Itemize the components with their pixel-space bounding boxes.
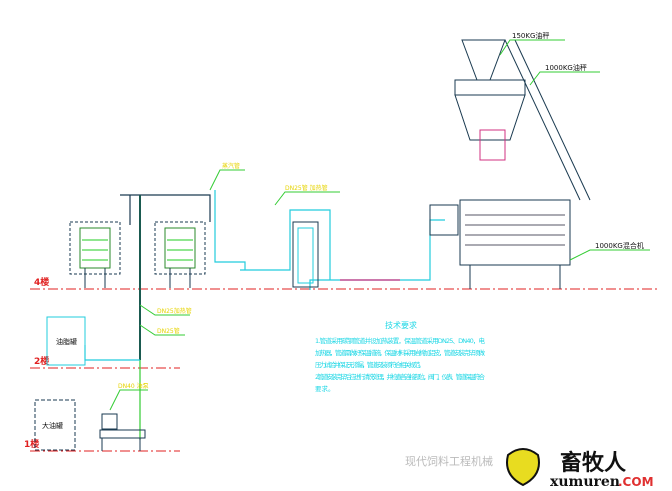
small-oil-tank — [46, 316, 86, 366]
floor-label-4: 4楼 — [34, 276, 49, 288]
requirements-title: 技术要求 — [385, 320, 417, 330]
floor-lines — [30, 288, 660, 452]
requirements-line: 要求。 — [315, 384, 335, 393]
heating-tank-1 — [69, 221, 121, 288]
requirements-line: 加热器，管道需做好保温措施，保温材料采用岩棉加铝皮，管道安装完毕须做 — [315, 348, 486, 357]
logo-heart-icon — [506, 448, 540, 487]
logo-com: .COM — [618, 475, 654, 489]
callout-pipe-a: DN25加热管 — [157, 307, 192, 315]
requirements-line: 压力试验并保证无渗漏，管道安装须符合相关规范。 — [315, 360, 425, 369]
callout-pump-pipe: DN25管 加热管 — [285, 184, 328, 192]
pipes — [84, 190, 445, 440]
pump-unit — [99, 413, 146, 451]
requirements-line: 1.管道采用碳钢管道并设加热装置，保温管道采用DN25、DN40，电 — [315, 336, 486, 345]
callout-150kg-scale: 150KG油秤 — [512, 31, 549, 40]
logo-cn: 畜牧人 — [560, 450, 626, 476]
callout-1000kg-scale: 1000KG油秤 — [545, 63, 587, 72]
requirements-line: 2.管道安装完毕后应进行清洗处理，并检查各连接部位，阀门、仪表、管道保温符合 — [315, 372, 486, 381]
floor-label-2: 2楼 — [34, 355, 49, 367]
watermark-text: 现代饲料工程机械 — [405, 454, 493, 468]
large-tank-label: 大油罐 — [42, 421, 63, 430]
callout-pipe-b: DN25管 — [157, 327, 180, 335]
large-oil-tank — [34, 399, 76, 451]
small-tank-label: 油脂罐 — [56, 337, 77, 346]
callout-steam: 蒸汽管 — [222, 162, 240, 170]
mixer-tower — [429, 39, 591, 289]
callout-1000kg-mixer: 1000KG混合机 — [595, 241, 644, 250]
logo-en: xumuren — [550, 474, 620, 490]
heating-tank-2 — [154, 221, 206, 288]
callout-pump: DN40 油泵 — [118, 382, 149, 390]
floor-label-1: 1楼 — [24, 438, 39, 450]
callout-leaders — [109, 39, 650, 411]
filter-tank — [292, 221, 319, 288]
